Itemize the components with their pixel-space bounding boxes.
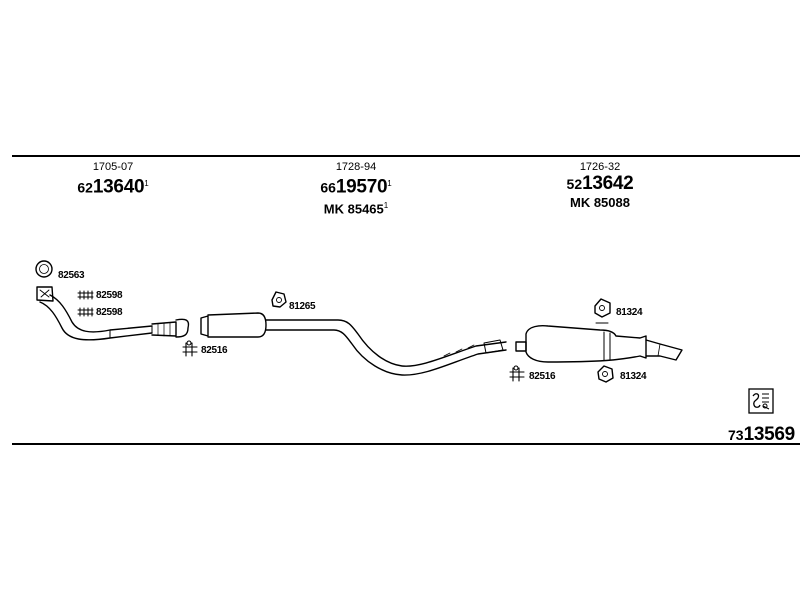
catalog-logo-icon	[748, 388, 774, 414]
spring-icon[interactable]	[77, 290, 94, 300]
callout-82516[interactable]: 82516	[529, 371, 556, 382]
clamp-icon[interactable]	[509, 365, 525, 382]
top-rule	[12, 155, 800, 157]
callout-82516[interactable]: 82516	[201, 345, 228, 356]
spring-icon[interactable]	[77, 307, 94, 317]
ring-gasket-icon[interactable]	[35, 260, 53, 278]
callout-82563[interactable]: 82563	[58, 270, 85, 281]
rubber-hanger-icon[interactable]	[597, 365, 614, 383]
part-code: 1726-32	[579, 161, 621, 173]
mk-number[interactable]: MK 85088	[570, 195, 630, 210]
callout-82598[interactable]: 82598	[96, 290, 123, 301]
part-code: 1705-07	[92, 161, 134, 173]
part-header-front-pipe: 1705-07 62136401	[33, 160, 193, 198]
part-header-middle-silencer: 1728-94 66195701 MK 854651	[276, 160, 436, 218]
callout-81324[interactable]: 81324	[616, 307, 643, 318]
callout-82598[interactable]: 82598	[96, 307, 123, 318]
reference-number[interactable]: 7313569	[728, 424, 795, 445]
middle-silencer-icon[interactable]	[200, 312, 507, 376]
part-number[interactable]: 5213642	[566, 173, 634, 194]
part-header-rear-silencer: 1726-32 5213642 MK 85088	[520, 160, 680, 211]
clamp-icon[interactable]	[182, 340, 198, 357]
callout-81265[interactable]: 81265	[289, 301, 316, 312]
part-number[interactable]: 66195701	[320, 176, 392, 198]
front-pipe-icon[interactable]	[39, 294, 190, 341]
rubber-hanger-icon[interactable]	[271, 291, 287, 308]
manifold-flange-icon[interactable]	[36, 286, 54, 302]
bottom-rule	[12, 443, 800, 445]
callout-81324[interactable]: 81324	[620, 371, 647, 382]
rear-silencer-icon[interactable]	[515, 325, 683, 363]
rubber-hanger-icon[interactable]	[594, 298, 611, 324]
part-code: 1728-94	[335, 161, 377, 173]
part-number[interactable]: 62136401	[77, 176, 149, 198]
mk-number[interactable]: MK 854651	[323, 201, 389, 217]
